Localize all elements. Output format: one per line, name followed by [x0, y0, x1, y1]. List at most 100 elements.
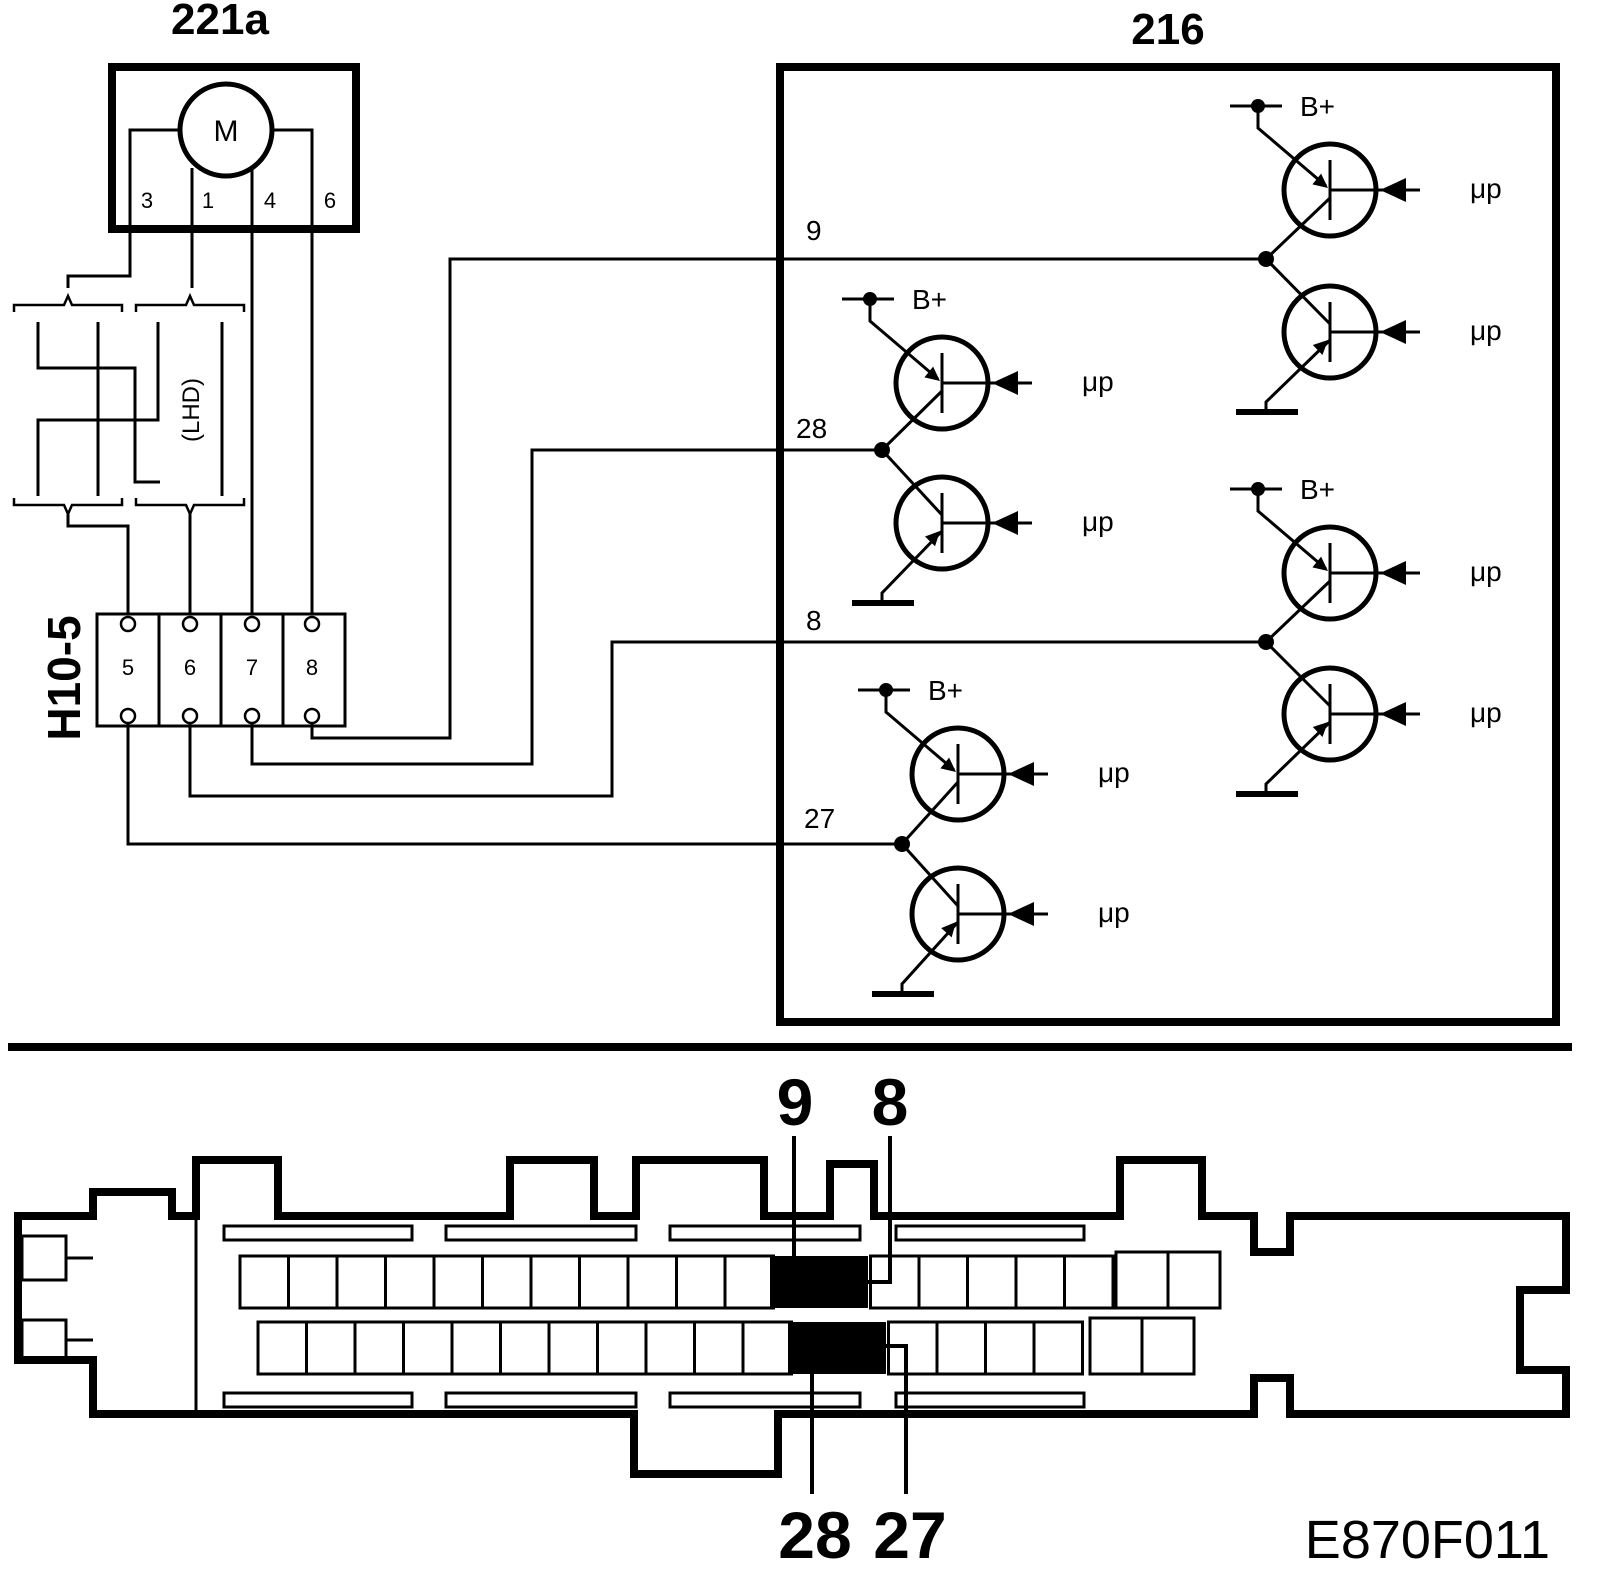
- brace-bottom-left: [12, 498, 124, 518]
- module-id-label: 216: [1131, 5, 1204, 54]
- motor-pin-6: 6: [324, 188, 336, 213]
- plug-pin-cell: [1140, 1316, 1196, 1376]
- control-input-label: μp: [1470, 556, 1502, 587]
- plug-pin-cell: [917, 1254, 969, 1310]
- leader-27: [886, 1344, 908, 1494]
- motor-wire-3: [128, 128, 180, 230]
- plug-pin-cell: [287, 1254, 339, 1310]
- plug-pin-cell: [499, 1320, 551, 1376]
- motor-id-label: 221a: [171, 0, 269, 44]
- plug-pin-cell: [984, 1320, 1036, 1376]
- plug-pin-cell: [1114, 1250, 1170, 1310]
- motor-221a: 221a M 3 1 4 6: [108, 0, 360, 233]
- plug-pin-cell: [935, 1320, 987, 1376]
- plug-pin-cell: [481, 1254, 533, 1310]
- plug-pin-cell: [1032, 1320, 1084, 1376]
- brace-bottom-right: [134, 498, 246, 518]
- connector-id-label: H10-5: [38, 615, 90, 740]
- output-node: [874, 442, 890, 458]
- low-side-transistor: μp: [1281, 665, 1502, 763]
- plug-pin-cell: [1166, 1250, 1222, 1310]
- ecu-plug: 9 8 28 27: [14, 1065, 1570, 1572]
- output-label-28: 28: [796, 413, 827, 444]
- low-side-transistor: μp: [1281, 283, 1502, 381]
- output-label-8: 8: [806, 605, 822, 636]
- plug-pin-cell: [384, 1254, 436, 1310]
- supply-label: B+: [1300, 91, 1335, 122]
- high-side-transistor: μp: [893, 334, 1114, 432]
- plug-pin-27-label: 27: [873, 1498, 946, 1572]
- plug-pin-cell: [335, 1254, 387, 1310]
- motor-pin-1: 1: [202, 188, 214, 213]
- half-bridge-out-8: B+ μp μp: [1230, 474, 1502, 797]
- output-label-27: 27: [804, 803, 835, 834]
- output-label-9: 9: [806, 215, 822, 246]
- high-side-transistor: μp: [1281, 524, 1502, 622]
- plug-pin-cell: [741, 1320, 793, 1376]
- plug-pin-cell: [238, 1254, 290, 1310]
- lhd-crossover: (LHD): [12, 230, 314, 614]
- control-input-label: μp: [1098, 757, 1130, 788]
- plug-pin-cell: [1063, 1254, 1115, 1310]
- figure-code: E870F011: [1305, 1510, 1550, 1570]
- plug-pin-cell: [256, 1320, 308, 1376]
- connector-pin-5: 5: [122, 655, 134, 680]
- plug-latch-strips: [222, 1224, 1086, 1409]
- plug-pin-cell: [402, 1320, 454, 1376]
- plug-pin-8-label: 8: [872, 1065, 909, 1139]
- wire-to-9: [310, 257, 1266, 740]
- high-side-transistor: μp: [909, 725, 1130, 823]
- half-bridge-out-28: B+ μp μp: [842, 284, 1114, 606]
- plug-pin-cell: [966, 1254, 1018, 1310]
- wire-to-8: [188, 640, 1266, 798]
- output-node: [894, 836, 910, 852]
- plug-pin-cell: [596, 1320, 648, 1376]
- motor-pin-3: 3: [141, 188, 153, 213]
- plug-pin-cell: [1014, 1254, 1066, 1310]
- supply-label: B+: [928, 675, 963, 706]
- plug-pin-cell: [675, 1254, 727, 1310]
- plug-pin-cell: [1088, 1316, 1144, 1376]
- connector-pin-8: 8: [306, 655, 318, 680]
- harness-wires: [126, 257, 1266, 846]
- low-side-transistor: μp: [909, 865, 1130, 963]
- plug-pin-cells: [238, 1250, 1222, 1376]
- module-housing: [776, 63, 1560, 1026]
- control-input-label: μp: [1470, 173, 1502, 204]
- plug-pin-cell: [432, 1254, 484, 1310]
- control-input-label: μp: [1098, 897, 1130, 928]
- control-input-label: μp: [1470, 697, 1502, 728]
- brace-input-left: [66, 230, 132, 288]
- high-side-transistor: μp: [1281, 141, 1502, 239]
- output-node: [1258, 634, 1274, 650]
- supply-label: B+: [1300, 474, 1335, 505]
- low-side-transistor: μp: [893, 474, 1114, 572]
- connector-terminals: [119, 615, 321, 725]
- cross-wire-c: [36, 322, 160, 496]
- brace-top-left: [12, 292, 124, 312]
- leader-8: [868, 1136, 892, 1284]
- plug-pin-cell: [529, 1254, 581, 1310]
- half-bridge-out-9: B+ μp μp: [1230, 91, 1502, 415]
- motor-housing: [108, 63, 360, 233]
- supply-label: B+: [912, 284, 947, 315]
- plug-pin-cell: [305, 1320, 357, 1376]
- motor-pin-4: 4: [264, 188, 276, 213]
- lhd-label: (LHD): [178, 378, 205, 442]
- wire-to-27: [126, 724, 902, 846]
- plug-pin-cell: [693, 1320, 745, 1376]
- plug-pin-cell: [547, 1320, 599, 1376]
- plug-pin-cell: [353, 1320, 405, 1376]
- plug-pin-cell: [578, 1254, 630, 1310]
- plug-pin-cell: [450, 1320, 502, 1376]
- control-input-label: μp: [1082, 506, 1114, 537]
- pin-block-9-8: [770, 1256, 868, 1308]
- plug-pin-cell: [644, 1320, 696, 1376]
- plug-pin-28-label: 28: [778, 1498, 851, 1572]
- brace-top-right: [134, 292, 246, 312]
- plug-pin-cell: [626, 1254, 678, 1310]
- pin-block-28-27: [788, 1322, 886, 1374]
- motor-symbol-label: M: [214, 115, 239, 148]
- connector-h10-5: H10-5 5 6 7 8: [38, 612, 347, 741]
